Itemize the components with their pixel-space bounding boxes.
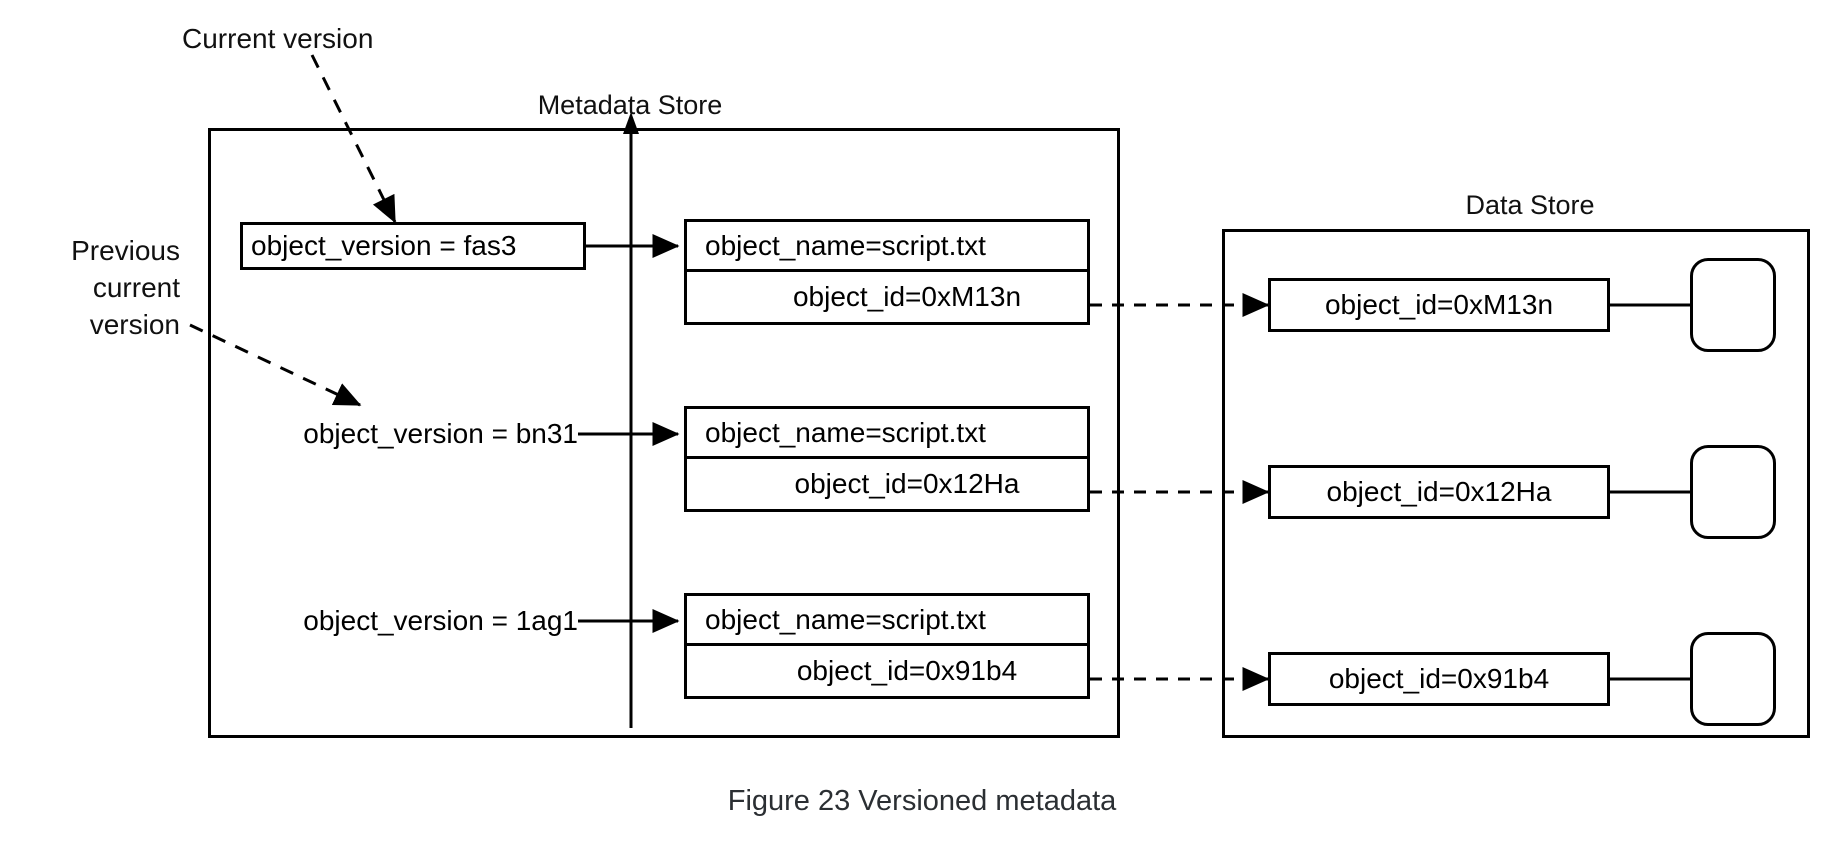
figure-caption: Figure 23 Versioned metadata [727, 785, 1117, 817]
annotation-previous-current-version: Previous current version [71, 235, 180, 341]
data-store-title: Data Store [1465, 190, 1595, 220]
datastore-object-id-box-2[interactable]: object_id=0x12Ha [1268, 465, 1610, 519]
metadata-version-label-2: object_version = bn31 [303, 418, 578, 449]
metadata-record-2[interactable]: object_name=script.txt object_id=0x12Ha [684, 406, 1090, 512]
metadata-record-3[interactable]: object_name=script.txt object_id=0x91b4 [684, 593, 1090, 699]
metadata-record-1[interactable]: object_name=script.txt object_id=0xM13n [684, 219, 1090, 325]
datastore-object-id-box-1[interactable]: object_id=0xM13n [1268, 278, 1610, 332]
metadata-object-id-3: object_id=0x91b4 [796, 655, 1018, 686]
metadata-version-box-1[interactable]: object_version = fas3 [240, 222, 586, 270]
metadata-object-name-1: object_name=script.txt [687, 222, 1087, 272]
metadata-object-name-2: object_name=script.txt [687, 409, 1087, 459]
datastore-blob-1[interactable] [1690, 258, 1776, 352]
metadata-object-id-1: object_id=0xM13n [792, 281, 1022, 312]
metadata-store-frame [208, 128, 1120, 738]
data-store-frame [1222, 229, 1810, 738]
metadata-object-name-3: object_name=script.txt [687, 596, 1087, 646]
metadata-object-id-2: object_id=0x12Ha [794, 468, 1020, 499]
datastore-object-id-box-3[interactable]: object_id=0x91b4 [1268, 652, 1610, 706]
datastore-blob-2[interactable] [1690, 445, 1776, 539]
metadata-store-title: Metadata Store [537, 90, 723, 120]
datastore-blob-3[interactable] [1690, 632, 1776, 726]
annotation-current-version: Current version [182, 23, 374, 54]
metadata-version-label-3: object_version = 1ag1 [303, 605, 578, 636]
